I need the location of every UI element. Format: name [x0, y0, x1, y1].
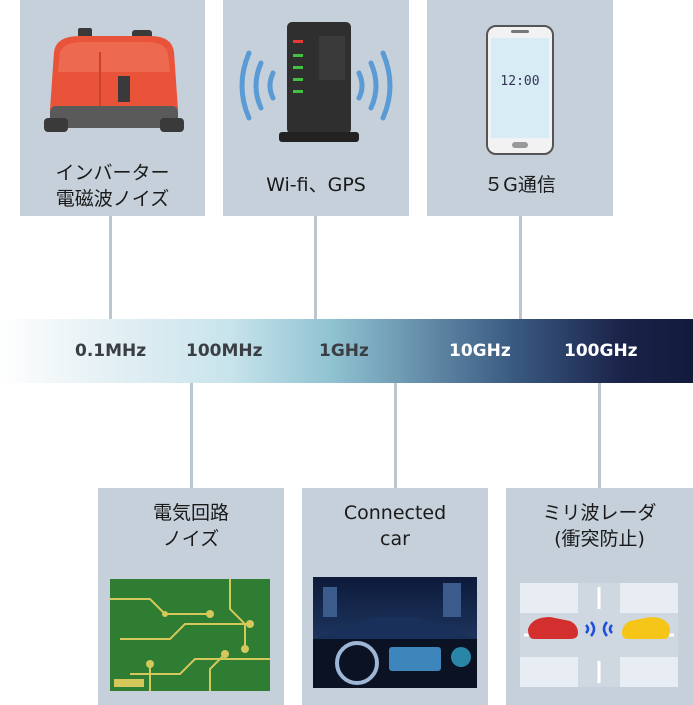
connector-line	[598, 383, 601, 488]
freq-label: 10GHz	[449, 341, 511, 361]
generator-icon	[44, 28, 184, 132]
connector-line	[394, 383, 397, 488]
card-connected-car: Connected car	[302, 488, 488, 705]
circuit-board-image	[110, 579, 270, 691]
card-circuit-noise: 電気回路 ノイズ	[98, 488, 284, 705]
card-mmwave-radar: ミリ波レーダ (衝突防止)	[506, 488, 693, 705]
card-label: インバーター 電磁波ノイズ	[55, 162, 170, 210]
connector-line	[190, 383, 193, 488]
car-dashboard-image	[313, 577, 477, 688]
card-5g: 12:00 ５G通信	[427, 0, 613, 216]
card-wifi-gps: Wi-fi、GPS	[223, 0, 409, 216]
card-label: ５G通信	[484, 174, 556, 196]
frequency-band	[0, 319, 693, 383]
connector-line	[314, 216, 317, 319]
smartphone-icon	[486, 25, 554, 155]
card-inverter-noise: インバーター 電磁波ノイズ	[20, 0, 205, 216]
freq-label: 100GHz	[564, 341, 638, 361]
card-label: Connected car	[343, 502, 447, 550]
connector-line	[109, 216, 112, 319]
freq-label: 0.1MHz	[75, 341, 147, 361]
card-label: ミリ波レーダ (衝突防止)	[542, 502, 657, 550]
freq-label: 100MHz	[186, 341, 263, 361]
card-label: 電気回路 ノイズ	[152, 502, 229, 550]
phone-clock: 12:00	[500, 74, 540, 89]
router-icon	[239, 22, 393, 142]
card-label: Wi-fi、GPS	[266, 174, 366, 196]
connector-line	[519, 216, 522, 319]
freq-label: 1GHz	[319, 341, 369, 361]
radar-cars-image	[520, 583, 678, 687]
